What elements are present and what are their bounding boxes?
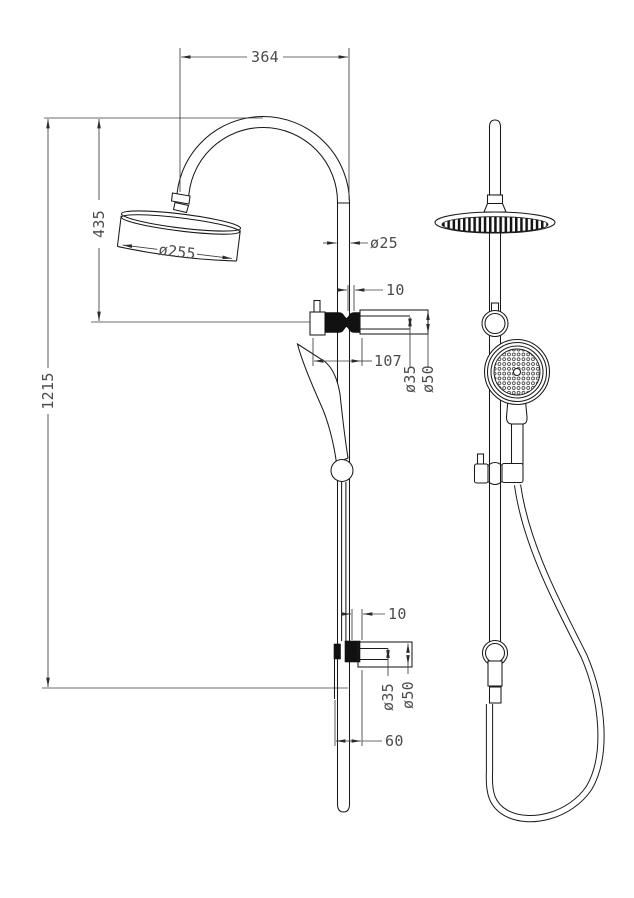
overhead-cone: [483, 202, 507, 213]
dim-255-label: ø255: [158, 241, 197, 263]
dim-107-label: 107: [374, 352, 402, 370]
hand-shower-head-front: [483, 338, 551, 406]
dim-107: 107: [312, 338, 402, 370]
slider-left-block: [473, 463, 489, 484]
dim-60: 60: [334, 670, 404, 750]
side-view: ø255: [116, 115, 429, 813]
slider-pin: [476, 453, 485, 466]
riser-pipe-side: [336, 202, 351, 813]
slide-rail: [488, 119, 502, 642]
lower-wall-plate: [333, 643, 341, 660]
lower-wall-bracket: [333, 640, 413, 699]
hand-shower-tube: [510, 423, 524, 465]
dim-50-upper: ø50: [419, 310, 437, 393]
head-connector-nut-lower: [172, 201, 190, 214]
dim-10-lower-label: 10: [388, 605, 407, 623]
dim-25: ø25: [323, 234, 398, 252]
upper-bracket-bowtie: [324, 312, 361, 333]
dimensions: 364 435 1215 ø25: [39, 48, 437, 750]
lower-escutcheon: [357, 641, 413, 668]
dim-60-label: 60: [385, 732, 404, 750]
dim-10-upper: 10: [337, 281, 405, 311]
slider-bracket: [473, 453, 524, 486]
overhead-shower-side: ø255: [116, 210, 242, 263]
wand-hose-connector: [330, 458, 354, 483]
dim-435-label: 435: [90, 210, 108, 238]
inlet-fitting-nut: [488, 686, 502, 704]
lower-ring-inner: [484, 642, 506, 664]
overhead-collar: [486, 194, 504, 205]
hand-spray-center: [512, 367, 522, 377]
dim-50-upper-label: ø50: [419, 365, 437, 393]
dim-364-label: 364: [251, 48, 279, 66]
dim-10-upper-label: 10: [386, 281, 405, 299]
upper-wall-bracket: [309, 299, 429, 336]
dim-1215-label: 1215: [39, 372, 57, 409]
dim-435: 435: [90, 118, 310, 323]
dim-364: 364: [179, 48, 350, 200]
gooseneck-arc: [175, 115, 351, 204]
head-connector-nut-upper: [170, 192, 191, 205]
dim-25-label: ø25: [370, 234, 398, 252]
dim-35-upper: ø35: [401, 316, 419, 393]
upper-bracket-pin: [313, 299, 321, 313]
upper-wall-plate: [309, 311, 326, 336]
hand-shower-wand-side: [296, 342, 349, 464]
shower-hose: [485, 484, 605, 823]
dim-35-lower-label: ø35: [379, 683, 397, 711]
upper-ring-inner: [484, 312, 506, 335]
dim-1215: 1215: [39, 118, 348, 689]
inlet-fitting-body: [487, 660, 503, 687]
dim-50-lower: ø50: [399, 643, 417, 709]
dim-50-lower-label: ø50: [399, 681, 417, 709]
dim-35-lower: ø35: [379, 648, 397, 711]
overhead-spray-face: [441, 216, 549, 233]
dim-35-upper-label: ø35: [401, 365, 419, 393]
upper-escutcheon: [359, 309, 429, 335]
lower-bracket-block: [344, 640, 361, 663]
dim-10-lower: 10: [341, 605, 407, 640]
slider-holder-block: [501, 462, 524, 484]
front-view: [434, 119, 605, 823]
